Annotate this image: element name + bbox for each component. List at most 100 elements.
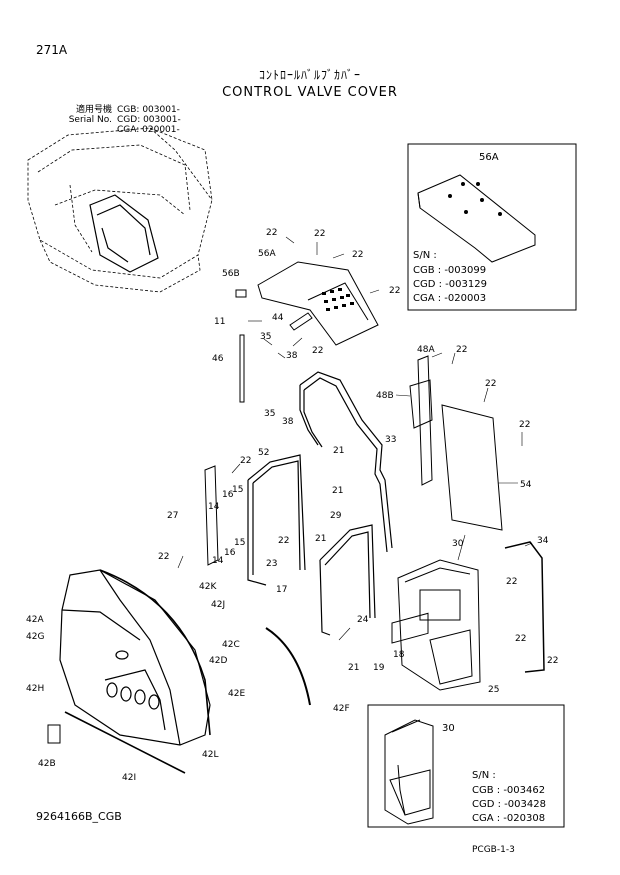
callout: 56A xyxy=(258,249,276,259)
serial-entries: CGB: 003001- CGD: 003001- CGA: 020001- xyxy=(117,105,181,135)
serial-label-en: Serial No. xyxy=(68,115,112,125)
inset-bottom-text: 30 S/N : CGB : -003462 CGD : -003428 CGA… xyxy=(442,723,546,824)
serial-entry: CGA: 020001- xyxy=(117,125,180,135)
callout: 22 xyxy=(485,379,496,389)
callout-labels: 22 22 22 56A 56B 22 11 44 35 38 22 46 35… xyxy=(26,228,558,783)
callout: 21 xyxy=(332,486,343,496)
callout: 18 xyxy=(393,650,405,660)
callout: 22 xyxy=(506,577,517,587)
frame-33 xyxy=(299,371,393,553)
callout: 35 xyxy=(260,332,271,342)
callout: 22 xyxy=(158,552,169,562)
callout: 38 xyxy=(282,417,294,427)
panel-54 xyxy=(441,404,503,531)
callout: 48B xyxy=(376,391,394,401)
callout: 21 xyxy=(315,534,326,544)
callout: 42K xyxy=(199,582,217,592)
callout: 21 xyxy=(333,446,344,456)
callout: 17 xyxy=(276,585,287,595)
inset-cover-30 xyxy=(384,612,434,825)
seal-42i xyxy=(64,711,186,774)
strip-46 xyxy=(239,334,245,403)
inset-box-top xyxy=(407,143,577,311)
callout: 54 xyxy=(520,480,532,490)
serial-entry: CGB: 003001- xyxy=(117,105,180,115)
callout: 22 xyxy=(314,229,325,239)
callout: 21 xyxy=(348,663,359,673)
inset-bottom-entry: CGD : -003428 xyxy=(472,799,546,810)
cover-56a xyxy=(257,261,379,346)
panel-48 xyxy=(409,355,433,486)
callout: 52 xyxy=(258,448,269,458)
excavator-overview-illustration xyxy=(27,127,213,293)
inset-cover-56a xyxy=(417,174,536,263)
inset-bottom-sn-label: S/N : xyxy=(472,770,496,781)
cover-56b xyxy=(235,289,247,298)
callout: 14 xyxy=(208,502,220,512)
serial-labels: 適用号機 Serial No. xyxy=(30,105,112,125)
side-cover-42a xyxy=(59,569,211,746)
inset-top-entry: CGA : -020003 xyxy=(413,293,486,304)
inset-top-text: 56A S/N : CGB : -003099 CGD : -003129 CG… xyxy=(413,152,499,304)
callout: 30 xyxy=(452,539,464,549)
callout: 23 xyxy=(266,559,277,569)
callout: 25 xyxy=(488,685,499,695)
plate-44 xyxy=(289,312,313,331)
latch-42b xyxy=(47,724,61,744)
callout: 22 xyxy=(519,420,530,430)
callout: 22 xyxy=(278,536,289,546)
seal-42f xyxy=(265,627,311,706)
callout: 44 xyxy=(272,313,284,323)
serial-label-jp: 適用号機 xyxy=(75,105,112,115)
callout: 22 xyxy=(456,345,467,355)
callout: 22 xyxy=(515,634,526,644)
callout: 42I xyxy=(122,773,136,783)
page-number: 271A xyxy=(36,43,68,57)
callout: 22 xyxy=(389,286,400,296)
title-english: CONTROL VALVE COVER xyxy=(222,85,398,100)
callout: 27 xyxy=(167,511,178,521)
bracket-27 xyxy=(204,465,219,566)
callout: 42C xyxy=(222,640,240,650)
frame-52 xyxy=(247,454,306,586)
callout: 42E xyxy=(228,689,245,699)
callout: 22 xyxy=(240,456,251,466)
callout: 42F xyxy=(333,704,350,714)
frame-29 xyxy=(319,524,376,636)
callout: 22 xyxy=(266,228,277,238)
inset-top-entry: CGB : -003099 xyxy=(413,265,486,276)
callout: 22 xyxy=(547,656,558,666)
seal-42e xyxy=(99,569,211,736)
handrail-34 xyxy=(504,541,545,673)
callout: 35 xyxy=(264,409,275,419)
callout: 56B xyxy=(222,269,240,279)
inset-top-sn-label: S/N : xyxy=(413,250,437,261)
callout: 24 xyxy=(357,615,369,625)
callout: 42A xyxy=(26,615,44,625)
callout: 22 xyxy=(312,346,323,356)
callout: 42B xyxy=(38,759,56,769)
callout: 34 xyxy=(537,536,549,546)
inset-top-part: 56A xyxy=(479,152,499,163)
inset-bottom-entry: CGA : -020308 xyxy=(472,813,545,824)
inset-bottom-entry: CGB : -003462 xyxy=(472,785,545,796)
callout: 42J xyxy=(211,600,225,610)
callout: 22 xyxy=(352,250,363,260)
document-code: 9264166B_CGB xyxy=(36,810,122,823)
callout: 42G xyxy=(26,632,44,642)
box-30 xyxy=(397,559,481,691)
leader-lines xyxy=(177,236,533,641)
inset-bottom-part: 30 xyxy=(442,723,455,734)
callout: 29 xyxy=(330,511,342,521)
callout: 48A xyxy=(417,345,435,355)
page-reference: PCGB-1-3 xyxy=(472,845,515,855)
callout: 14 xyxy=(212,556,224,566)
title-japanese: ｺﾝﾄﾛｰﾙﾊﾞﾙﾌﾞｶﾊﾞｰ xyxy=(258,68,361,82)
callout: 15 xyxy=(234,538,245,548)
serial-entry: CGD: 003001- xyxy=(117,115,181,125)
cover-location-highlight xyxy=(89,194,159,273)
callout: 46 xyxy=(212,354,224,364)
callout: 19 xyxy=(373,663,385,673)
callout: 42L xyxy=(202,750,218,760)
